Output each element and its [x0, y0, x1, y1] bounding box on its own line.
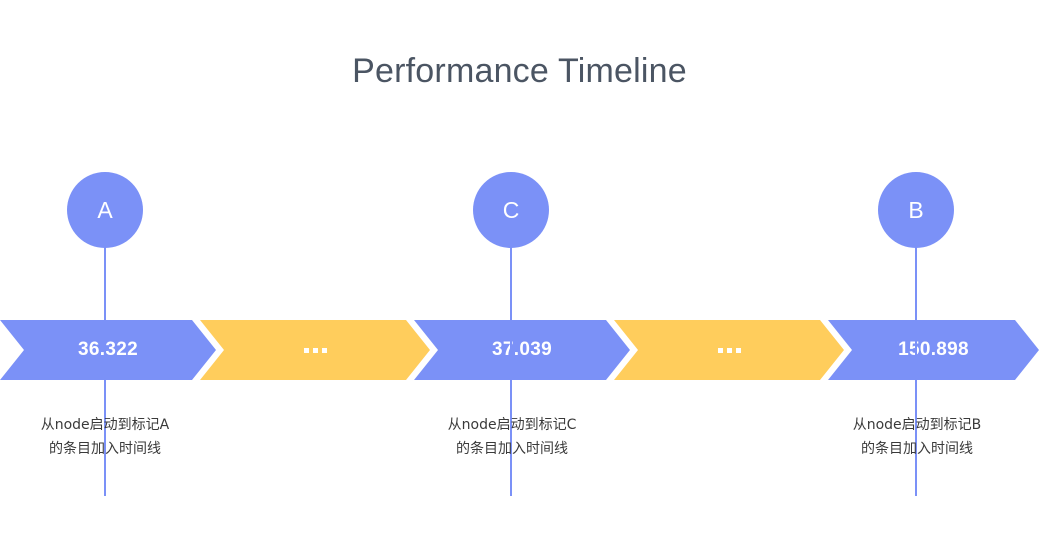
- timeline-segment-3[interactable]: 37.039: [414, 320, 630, 380]
- timeline-segment-3-value: 37.039: [492, 339, 552, 360]
- timeline-segment-1[interactable]: 36.322: [0, 320, 216, 380]
- marker-a-circle[interactable]: A: [67, 172, 143, 248]
- caption-b-line1: 从node启动到标记B: [852, 417, 982, 433]
- timeline-segment-1-value: 36.322: [78, 339, 138, 360]
- marker-c-circle[interactable]: C: [473, 172, 549, 248]
- caption-b-line2: 的条目加入时间线: [861, 441, 973, 457]
- caption-c-line1: 从node启动到标记C: [447, 417, 577, 433]
- caption-a-line2: 的条目加入时间线: [49, 441, 161, 457]
- caption-a-line1: 从node启动到标记A: [40, 417, 170, 433]
- marker-c-stem: [510, 246, 512, 496]
- caption-marker-a: 从node启动到标记A 的条目加入时间线: [5, 413, 205, 461]
- marker-a-stem: [104, 246, 106, 496]
- caption-marker-c: 从node启动到标记C 的条目加入时间线: [412, 413, 612, 461]
- timeline-segment-2[interactable]: [200, 320, 430, 380]
- caption-marker-b: 从node启动到标记B 的条目加入时间线: [817, 413, 1017, 461]
- page-title: Performance Timeline: [352, 52, 687, 90]
- ellipsis-icon: [718, 348, 741, 353]
- marker-b-circle[interactable]: B: [878, 172, 954, 248]
- timeline-segment-5-value: 150.898: [898, 339, 969, 360]
- ellipsis-icon: [304, 348, 327, 353]
- timeline-segment-4[interactable]: [614, 320, 844, 380]
- marker-b-stem: [915, 246, 917, 496]
- caption-c-line2: 的条目加入时间线: [456, 441, 568, 457]
- timeline-segment-5[interactable]: 150.898: [828, 320, 1039, 380]
- timeline-bar: 36.322 37.039 150.898: [0, 320, 1039, 380]
